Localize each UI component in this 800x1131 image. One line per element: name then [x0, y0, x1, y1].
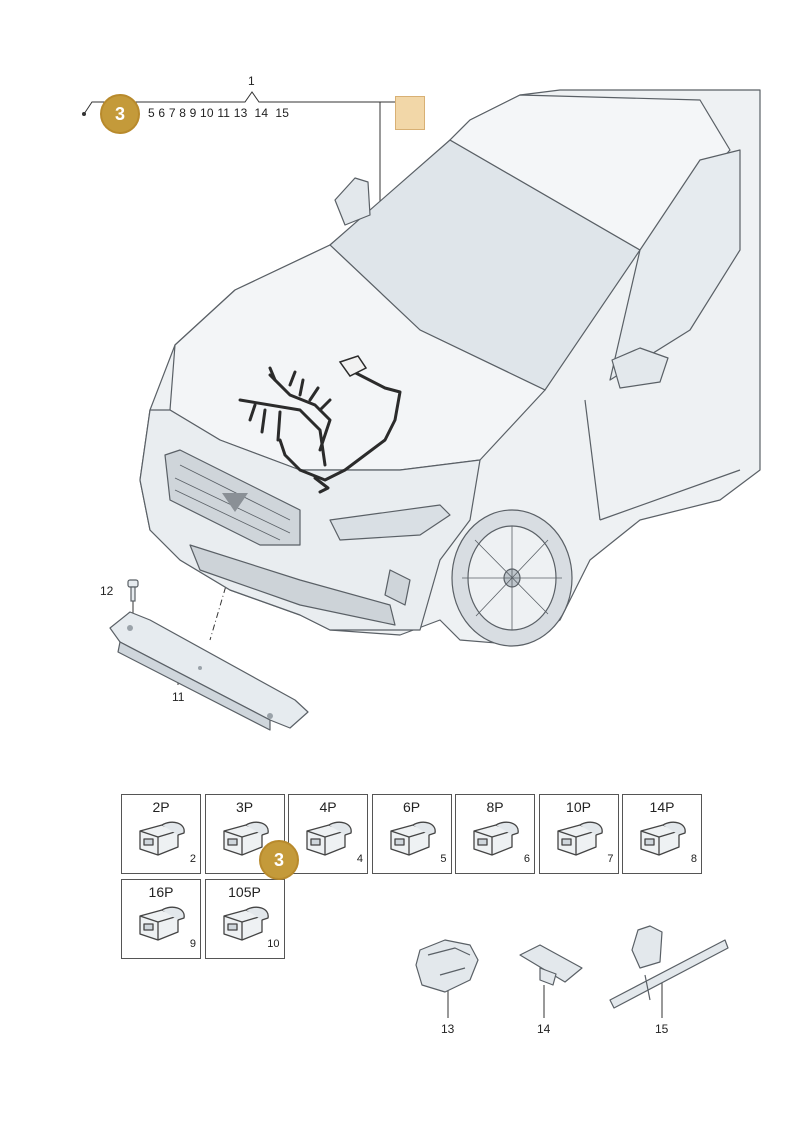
- callout-1: 1: [248, 74, 255, 88]
- connector-icon: [139, 821, 185, 856]
- connector-icon: [556, 821, 603, 856]
- connector-label: 16P: [148, 884, 174, 900]
- connector-icon: [640, 821, 686, 856]
- connector-number: 7: [607, 853, 614, 865]
- connector-number: 10: [267, 938, 280, 950]
- badge-3: 3: [100, 94, 140, 134]
- connector-label: 6P: [402, 799, 421, 815]
- connector-cell[interactable]: 105P 10: [204, 879, 285, 959]
- connector-label: 3P: [235, 799, 254, 815]
- connector-cell[interactable]: 16P 9: [121, 879, 201, 959]
- connector-number: 4: [356, 853, 363, 865]
- connector-icon: [306, 821, 352, 856]
- connector-label: 4P: [319, 799, 337, 815]
- connector-number: 9: [189, 938, 196, 950]
- callout-11: 11: [172, 690, 185, 704]
- connector-cell[interactable]: 14P 8: [622, 794, 702, 874]
- connector-label: 14P: [649, 799, 675, 815]
- connector-number: 5: [440, 853, 447, 865]
- connector-number: 8: [690, 853, 697, 865]
- connector-icon: [389, 821, 436, 856]
- callout-12: 12: [100, 584, 114, 598]
- connector-icon: [473, 821, 519, 856]
- connector-label: 10P: [566, 799, 591, 815]
- connector-label: 2P: [152, 799, 170, 815]
- callout-15: 15: [655, 1022, 669, 1036]
- connector-icon: [222, 821, 269, 856]
- connector-number: 2: [189, 853, 196, 865]
- connector-cell[interactable]: 2P 2: [121, 794, 201, 874]
- connector-label: 105P: [228, 884, 261, 900]
- connector-cell[interactable]: 4P 4: [288, 794, 368, 874]
- connector-icon: [222, 906, 269, 941]
- connector-label: 8P: [486, 799, 504, 815]
- callout-13: 13: [441, 1022, 455, 1036]
- connector-cell[interactable]: 6P 5: [371, 794, 452, 874]
- connector-icon: [139, 906, 185, 941]
- connector-number: 6: [523, 853, 530, 865]
- grid-badge-3: 3: [259, 840, 299, 880]
- connector-cell[interactable]: 8P 6: [455, 794, 535, 874]
- connector-cell[interactable]: 10P 7: [538, 794, 619, 874]
- callout-14: 14: [537, 1022, 551, 1036]
- part-sequence: 5 6 7 8 9 10 11 13 14 15: [148, 106, 290, 120]
- harness-thumbnail[interactable]: [395, 96, 425, 130]
